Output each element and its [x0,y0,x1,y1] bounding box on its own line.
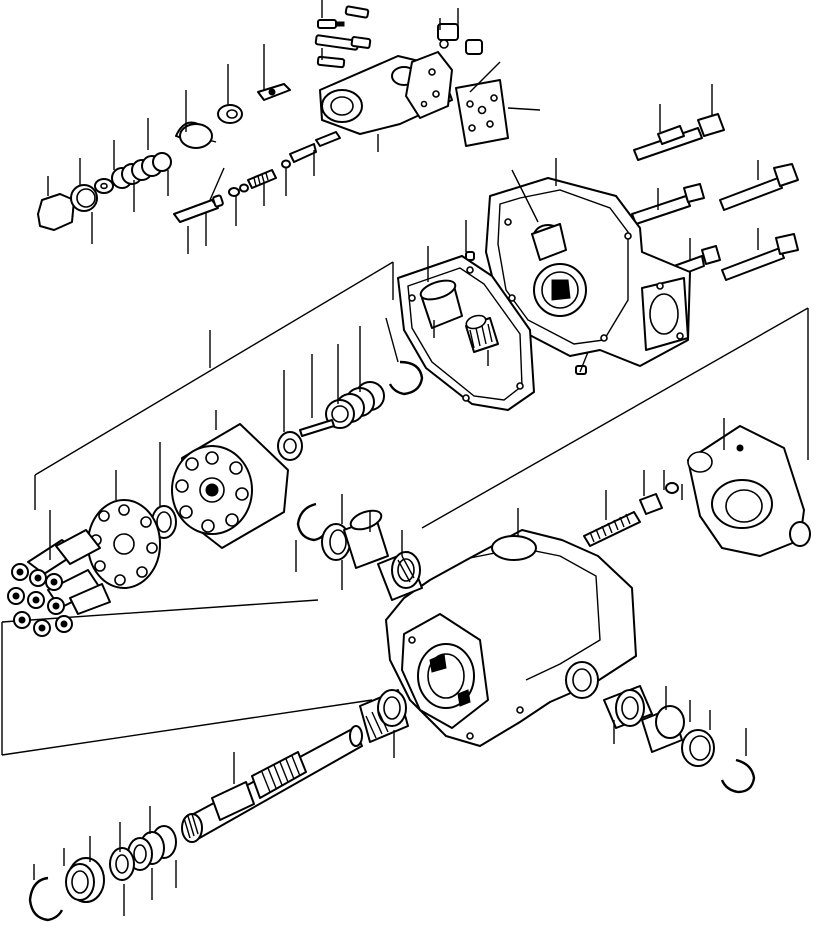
swashplate [687,425,811,557]
o-ring [681,729,715,767]
washer [94,178,114,194]
pump-housing-group [296,425,811,794]
plug [37,184,98,231]
group-bracket-lines [1,261,809,756]
valve-screw [344,5,370,19]
snap-ring [388,360,424,396]
pin [299,419,335,437]
shaft-seal [65,857,105,903]
bracket-lower-left [1,599,319,623]
bearing-race [343,509,389,569]
shaft-seal-stack [109,825,177,881]
valve-screw [314,34,372,51]
cap-screw [657,125,685,145]
shim-stack [111,152,172,189]
cylinder-block [171,423,289,549]
center-spring [325,381,385,429]
spring-washer [277,431,303,461]
cap-screw [719,163,799,211]
valve-body [319,51,453,135]
drive-shaft [181,725,363,843]
leader-lines [33,0,759,916]
bracket-shaft [1,699,373,756]
snap-ring [296,502,328,542]
roller-bearing [377,551,423,601]
rotating-group [7,360,424,637]
adjusting-screw [257,83,291,101]
shaft-bearing [359,689,409,743]
end-cover [465,177,691,375]
spring-seat [217,104,243,124]
valve-gasket [455,79,509,147]
cap-screw [721,233,799,281]
pump-housing [385,529,637,747]
bracket-rotating-group [34,261,394,476]
valve-screw [317,19,345,29]
bracket-housing [421,307,809,529]
rear-bearing [603,685,653,729]
retainer-plate [87,499,161,589]
valve-screw [316,55,346,69]
snap-ring [28,876,64,922]
o-ring [321,523,351,561]
needle-bearing [465,314,499,353]
end-cover-group [397,113,799,411]
valve-spring [175,121,217,149]
rear-sleeve [641,705,685,753]
cap-screw [631,183,705,225]
servo-spring [583,482,679,547]
control-valve-group [37,5,509,231]
drive-shaft-group [28,689,409,922]
snap-ring [720,758,756,794]
spool [173,131,341,223]
valve-plate-pin [419,279,463,329]
piston-set [7,529,111,637]
